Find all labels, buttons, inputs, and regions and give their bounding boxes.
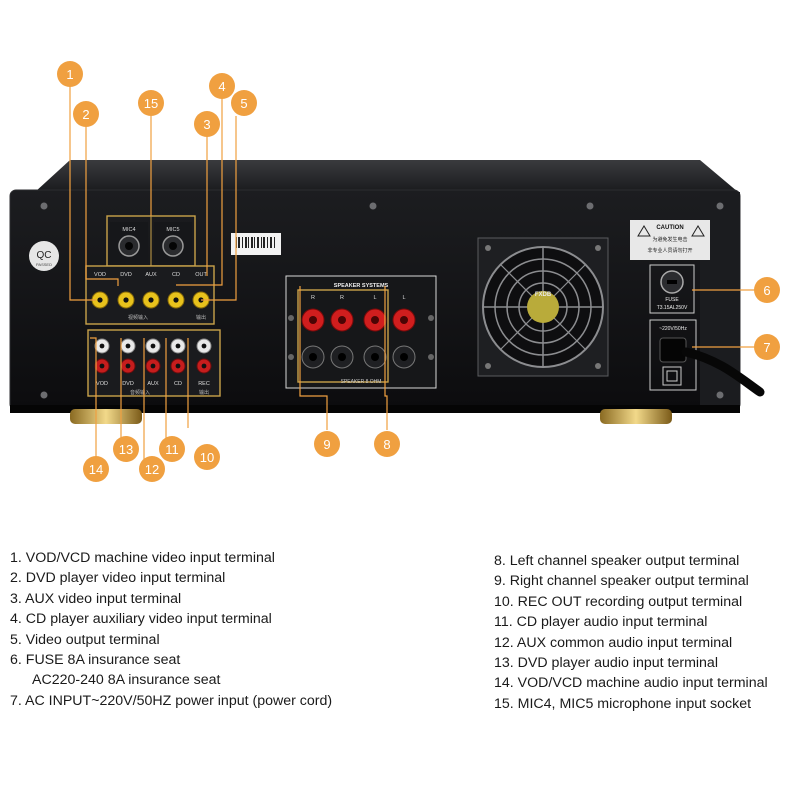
callout-5: 5 [231,90,257,116]
qc-passed-badge: QC PASSED [29,241,59,271]
callout-3: 3 [194,111,220,137]
svg-text:13: 13 [119,442,133,457]
svg-text:8: 8 [383,437,390,452]
mic5-label: MIC5 [166,227,179,233]
fuse-socket: FUSE T3.15AL250V [649,264,695,314]
callout-1: 1 [57,61,83,87]
legend-item-14: 14. VOD/VCD machine audio input terminal [494,675,768,692]
video-label-aux: AUX [145,272,157,278]
audio-label-cd: CD [174,381,182,387]
video-label-cd: CD [172,272,180,278]
power-input: ~220V/50Hz [649,319,765,397]
gold-feet [70,409,672,424]
audio-input-chinese-label: 音频输入 [130,389,150,396]
callout-markers: 1 2 15 3 4 5 6 7 [57,61,780,482]
qc-badge-subtext: PASSED [36,262,52,267]
chassis-screws [40,202,724,399]
legend-item-7: 7. AC INPUT~220V/50HZ power input (power… [10,692,333,709]
svg-text:7: 7 [763,340,770,355]
legend-item-6: 6. FUSE 8A insurance seat [10,652,181,669]
callout-12: 12 [139,456,165,482]
legend-item-13: 13. DVD player audio input terminal [494,655,718,672]
callout-6: 6 [754,277,780,303]
svg-text:6: 6 [763,283,770,298]
callout-leader-lines [69,86,755,460]
fan-brand-label: FXDB [535,292,552,298]
svg-text:3: 3 [203,117,210,132]
svg-text:5: 5 [240,96,247,111]
callout-4: 4 [209,73,235,99]
speaker-systems-title: SPEAKER SYSTEMS [334,283,389,289]
fuse-rating: T3.15AL250V [657,305,688,311]
audio-label-rec: REC [198,381,210,387]
caution-line1: 为避免发生电击 [652,236,687,243]
legend-right-column: 8. Left channel speaker output terminal … [494,551,768,714]
callout-11: 11 [159,436,185,462]
audio-output-chinese-label: 输出 [199,389,209,396]
svg-text:4: 4 [218,79,225,94]
audio-rca-panel: VOD DVD AUX CD REC 音频输入 输出 [87,329,221,397]
legend-item-11: 11. CD player audio input terminal [494,614,708,631]
video-label-vod: VOD [94,272,106,278]
callout-13: 13 [113,436,139,462]
callout-2: 2 [73,101,99,127]
video-label-dvd: DVD [120,272,132,278]
cooling-fan: FXDB [477,237,609,377]
legend-item-3: 3. AUX video input terminal [10,590,182,607]
legend-item-10: 10. REC OUT recording output terminal [494,593,743,610]
callout-14: 14 [83,456,109,482]
legend-item-8: 8. Left channel speaker output terminal [494,553,740,569]
callout-7: 7 [754,334,780,360]
svg-text:10: 10 [200,450,214,465]
caution-title: CAUTION [656,225,683,231]
amplifier-rear-panel-diagram: QC PASSED MIC4 MIC5 VOD DVD AUX CD OUT [9,61,780,482]
video-label-out: OUT [195,272,207,278]
callout-15: 15 [138,90,164,116]
legend-item-9: 9. Right channel speaker output terminal [494,573,749,590]
audio-label-vod: VOD [96,381,108,387]
legend-item-12: 12. AUX common audio input terminal [494,634,733,651]
svg-text:14: 14 [89,462,103,477]
svg-text:9: 9 [323,437,330,452]
legend-item-5: 5. Video output terminal [10,631,160,648]
svg-text:2: 2 [82,107,89,122]
legend-left-column: 1. VOD/VCD machine video input terminal … [10,548,332,711]
speaker-terminal-panel: SPEAKER SYSTEMS R R L L SPEAKER 8 OHM [285,275,437,389]
callout-8: 8 [374,431,400,457]
speaker-channel-l2: L [402,295,405,301]
video-output-chinese-label: 输出 [196,314,206,321]
barcode-sticker [231,233,281,255]
legend-item-6-detail: AC220-240 8A insurance seat [32,672,221,689]
video-input-chinese-label: 视频输入 [128,314,148,321]
caution-line2: 非专业人员请勿打开 [647,247,692,254]
audio-label-aux: AUX [147,381,159,387]
svg-text:1: 1 [66,67,73,82]
mic4-label: MIC4 [122,227,135,233]
svg-text:12: 12 [145,462,159,477]
fuse-label: FUSE [665,297,679,303]
svg-text:15: 15 [144,96,158,111]
audio-label-dvd: DVD [122,381,134,387]
callout-10: 10 [194,444,220,470]
mic-input-panel: MIC4 MIC5 [106,215,196,267]
legend-item-2: 2. DVD player video input terminal [10,570,226,587]
svg-text:11: 11 [165,442,179,457]
speaker-channel-r2: R [340,295,344,301]
caution-label: CAUTION 为避免发生电击 非专业人员请勿打开 [630,220,710,260]
legend-item-1: 1. VOD/VCD machine video input terminal [10,550,275,566]
speaker-ohm-label: SPEAKER 8 OHM [341,379,382,385]
power-voltage-label: ~220V/50Hz [659,326,687,332]
qc-badge-text: QC [37,250,52,261]
video-rca-panel: VOD DVD AUX CD OUT 视频输入 输出 [85,265,215,325]
legend-item-4: 4. CD player auxiliary video input termi… [10,611,272,628]
legend-item-15: 15. MIC4, MIC5 microphone input socket [494,695,752,712]
callout-9: 9 [314,431,340,457]
speaker-channel-r1: R [311,295,315,301]
speaker-channel-l1: L [373,295,376,301]
